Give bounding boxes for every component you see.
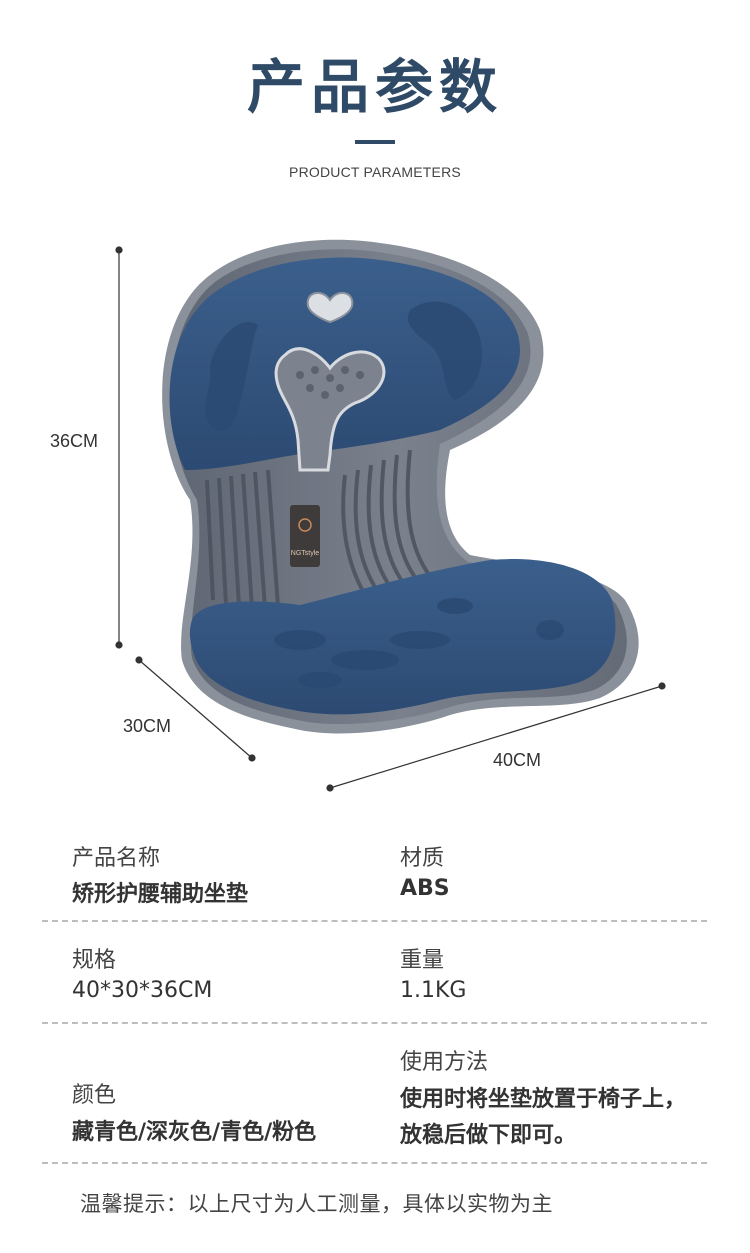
spec-material-label: 材质	[400, 846, 445, 871]
depth-dimension-label: 30CM	[123, 716, 172, 736]
spec-weight-label: 重量	[400, 948, 445, 973]
spec-usage-line2: 放稳后做下即可。	[400, 1123, 577, 1148]
width-dimension-label: 40CM	[493, 750, 542, 770]
title-underline	[355, 140, 395, 144]
page-title: 产品参数	[246, 53, 503, 121]
spec-name-label: 产品名称	[72, 846, 161, 871]
spec-color-value: 藏青色/深灰色/青色/粉色	[72, 1120, 317, 1145]
divider	[42, 920, 707, 922]
product-image: NGTstyle	[115, 239, 666, 792]
height-dimension-label: 36CM	[50, 431, 99, 451]
divider	[42, 1162, 707, 1164]
seat-cushion-illustration: NGTstyle	[162, 239, 639, 734]
spec-usage-label: 使用方法	[400, 1050, 489, 1075]
brand-logo-text: NGTstyle	[291, 550, 320, 557]
page-subtitle: PRODUCT PARAMETERS	[289, 164, 461, 180]
spec-weight-value: 1.1KG	[400, 978, 467, 1003]
spec-size-value: 40*30*36CM	[72, 978, 213, 1003]
spec-usage-line1: 使用时将坐垫放置于椅子上，	[400, 1087, 687, 1112]
disclaimer-note: 温馨提示：以上尺寸为人工测量，具体以实物为主	[80, 1192, 553, 1216]
spec-name-value: 矫形护腰辅助坐垫	[72, 882, 249, 907]
spec-color-label: 颜色	[72, 1083, 117, 1108]
divider	[42, 1022, 707, 1024]
spec-material-value: ABS	[400, 876, 450, 901]
spec-size-label: 规格	[72, 948, 117, 973]
dimension-lines	[115, 246, 666, 792]
